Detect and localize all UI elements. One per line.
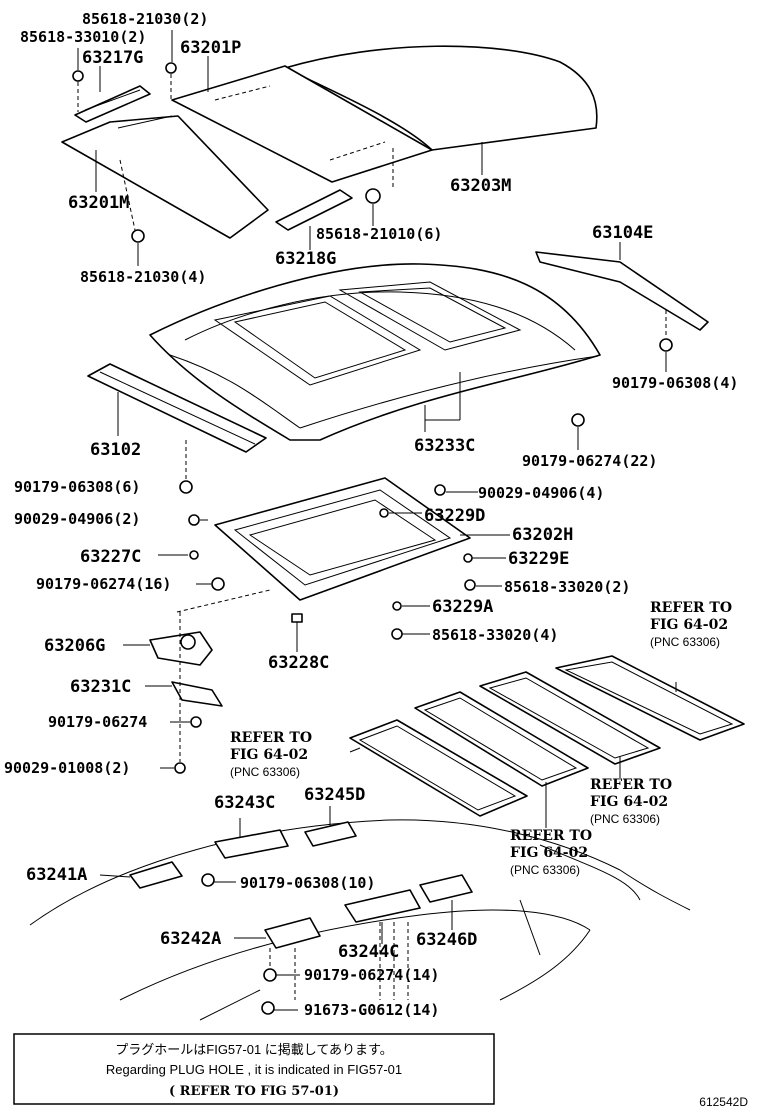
label-63229e: 63229E: [508, 549, 569, 569]
label-90029-01008-2: 90029-01008(2): [4, 759, 130, 777]
refer-1-line2: FIG 64-02: [650, 617, 728, 633]
label-85618-33010-2: 85618-33010(2): [20, 28, 146, 46]
headliner-panel-63201m: [61, 115, 269, 239]
figure-id: 612542D: [699, 1095, 748, 1109]
washer-63229e: [463, 553, 473, 563]
rail-63102: [87, 363, 267, 453]
nut-90179-06308-a: [659, 338, 673, 352]
refer-block-4: REFER TO FIG 64-02 (PNC 63306): [510, 828, 592, 877]
label-63227c: 63227C: [80, 547, 141, 567]
clip-85618-21030-b: [131, 229, 145, 243]
bracket-63231c: [171, 681, 223, 707]
label-90179-06274-14: 90179-06274(14): [304, 966, 439, 984]
label-63201p: 63201P: [180, 38, 241, 58]
label-85618-33020-4: 85618-33020(4): [432, 626, 558, 644]
nut-90179-06274-c: [190, 716, 202, 728]
brackets-lower: [129, 821, 473, 949]
label-63243c: 63243C: [214, 793, 275, 813]
clip-85618-21030-a: [165, 62, 177, 74]
nut-90179-06274-d: [263, 968, 277, 982]
note-line-3: ( REFER TO FIG 57-01): [169, 1084, 339, 1099]
note-line-2: Regarding PLUG HOLE , it is indicated in…: [106, 1062, 402, 1077]
bolt-85618-33020-b: [391, 628, 403, 640]
refer-1-line1: REFER TO: [650, 600, 732, 616]
nut-90179-06308-b: [179, 480, 193, 494]
label-63228c: 63228C: [268, 653, 329, 673]
washer-63227c: [189, 550, 199, 560]
label-63242a: 63242A: [160, 929, 221, 949]
label-85618-33020-2: 85618-33020(2): [504, 578, 630, 596]
refer-4-line2: FIG 64-02: [510, 845, 588, 861]
refer-3-pnc: (PNC 63306): [590, 812, 660, 826]
refer-1-pnc: (PNC 63306): [650, 635, 720, 649]
refer-4-pnc: (PNC 63306): [510, 863, 580, 877]
label-90179-06274: 90179-06274: [48, 713, 147, 731]
nut-90179-06308-c: [201, 873, 215, 887]
leader-lines: [77, 30, 677, 1011]
bolt-90029-04906-b: [188, 514, 200, 526]
label-63244c: 63244C: [338, 942, 399, 962]
washer-63229a: [392, 601, 402, 611]
note-box: プラグホールはFIG57-01 に掲載してあります。 Regarding PLU…: [13, 1033, 495, 1105]
roof-panel-63233c: [149, 263, 601, 441]
clip-63228c: [291, 613, 303, 623]
label-90179-06274-22: 90179-06274(22): [522, 452, 657, 470]
washer-63229d: [379, 508, 389, 518]
label-63218g: 63218G: [275, 249, 336, 269]
refer-2-line2: FIG 64-02: [230, 747, 308, 763]
label-63245d: 63245D: [304, 785, 365, 805]
label-90179-06308-6: 90179-06308(6): [14, 478, 140, 496]
refer-block-1: REFER TO FIG 64-02 (PNC 63306): [650, 600, 732, 649]
motor-63206g: [149, 631, 213, 666]
rail-63104e: [535, 251, 709, 331]
label-63206g: 63206G: [44, 636, 105, 656]
label-63231c: 63231C: [70, 677, 131, 697]
refer-3-line1: REFER TO: [590, 777, 672, 793]
headliner-panel-63203m: [284, 45, 598, 151]
bracket-63218g: [275, 189, 353, 231]
label-63202h: 63202H: [512, 525, 573, 545]
label-90179-06274-16: 90179-06274(16): [36, 575, 171, 593]
car-body-outline: [29, 819, 691, 1021]
label-90179-06308-10: 90179-06308(10): [240, 874, 375, 892]
headliner-panel-63201p: [171, 65, 433, 183]
label-85618-21030-2: 85618-21030(2): [82, 10, 208, 28]
refer-4-line1: REFER TO: [510, 828, 592, 844]
refer-block-3: REFER TO FIG 64-02 (PNC 63306): [590, 777, 672, 826]
label-63102: 63102: [90, 440, 141, 460]
clip-85618-21010: [365, 188, 381, 204]
nut-90179-06274-a: [571, 413, 585, 427]
glass-panels: [349, 655, 745, 817]
refer-2-pnc: (PNC 63306): [230, 765, 300, 779]
label-90029-04906-4: 90029-04906(4): [478, 484, 604, 502]
label-63229d: 63229D: [424, 506, 485, 526]
refer-block-2: REFER TO FIG 64-02 (PNC 63306): [230, 730, 312, 779]
label-63246d: 63246D: [416, 930, 477, 950]
label-63201m: 63201M: [68, 193, 129, 213]
clip-91673-g0612: [261, 1001, 275, 1015]
bolt-90029-01008: [174, 762, 186, 774]
refer-3-line2: FIG 64-02: [590, 794, 668, 810]
label-91673-g0612-14: 91673-G0612(14): [304, 1001, 439, 1019]
label-85618-21030-4: 85618-21030(4): [80, 268, 206, 286]
label-63203m: 63203M: [450, 176, 511, 196]
bolt-90029-04906-a: [434, 484, 446, 496]
label-90179-06308-4: 90179-06308(4): [612, 374, 738, 392]
label-63241a: 63241A: [26, 865, 87, 885]
note-line-1: プラグホールはFIG57-01 に掲載してあります。: [115, 1042, 392, 1057]
label-63229a: 63229A: [432, 597, 493, 617]
nut-90179-06274-b: [211, 577, 225, 591]
label-63217g: 63217G: [82, 48, 143, 68]
sunroof-frame-63202h: [214, 477, 471, 601]
bracket-63217g: [74, 85, 151, 123]
label-63233c: 63233C: [414, 436, 475, 456]
label-63104e: 63104E: [592, 223, 653, 243]
clip-85618-33010: [72, 70, 84, 82]
label-85618-21010-6: 85618-21010(6): [316, 225, 442, 243]
refer-2-line1: REFER TO: [230, 730, 312, 746]
bolt-85618-33020-a: [464, 579, 476, 591]
label-90029-04906-2: 90029-04906(2): [14, 510, 140, 528]
